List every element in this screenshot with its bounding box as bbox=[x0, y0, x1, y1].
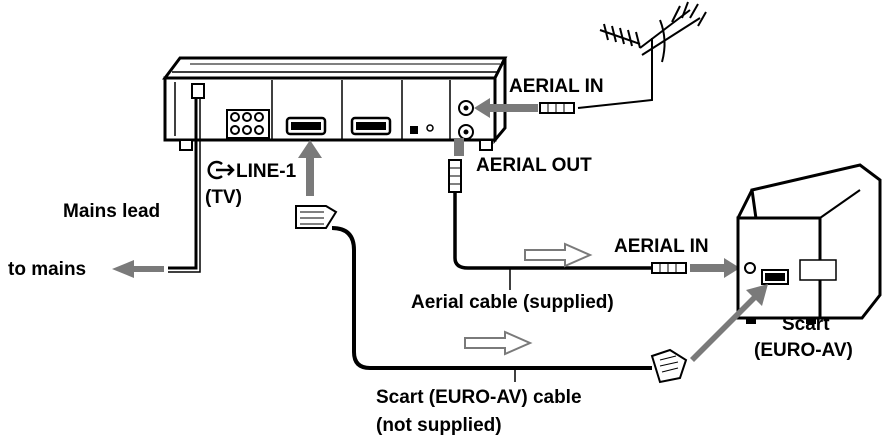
audio-video-jacks bbox=[226, 109, 270, 139]
label-euro-av: (EURO-AV) bbox=[754, 340, 853, 361]
label-to-mains: to mains bbox=[8, 259, 86, 280]
scart-socket-line1 bbox=[285, 116, 327, 136]
scart-plug-right bbox=[650, 348, 688, 384]
label-tv: (TV) bbox=[205, 187, 242, 208]
scart-plug-left bbox=[295, 205, 338, 229]
aerial-plug-top bbox=[539, 102, 575, 114]
arrow-aerial-in-vcr bbox=[474, 98, 538, 118]
label-not-supplied: (not supplied) bbox=[376, 415, 502, 436]
mains-lead-cable-inner bbox=[168, 98, 201, 273]
scart-socket-line2 bbox=[350, 116, 392, 136]
label-scart-cable: Scart (EURO-AV) cable bbox=[376, 387, 582, 408]
rf-switch bbox=[410, 126, 418, 134]
aerial-cable bbox=[453, 192, 652, 270]
scart-cable bbox=[331, 226, 652, 370]
label-aerial-cable: Aerial cable (supplied) bbox=[411, 292, 614, 313]
arrow-to-mains bbox=[112, 260, 164, 278]
aerial-out-socket bbox=[458, 124, 474, 140]
arrow-scart-to-tv bbox=[690, 284, 768, 362]
label-line1: LINE-1 bbox=[236, 161, 297, 182]
label-mains-lead: Mains lead bbox=[63, 201, 160, 222]
rf-button bbox=[426, 124, 434, 132]
label-aerial-in-tv: AERIAL IN bbox=[614, 236, 709, 257]
mains-lead-cable bbox=[168, 98, 198, 270]
aerial-in-socket bbox=[458, 100, 474, 116]
aerial-out-plug-stub bbox=[454, 138, 464, 156]
vcr-unit bbox=[162, 56, 508, 151]
aerial-plug-tv bbox=[651, 262, 687, 274]
arrow-scart-up bbox=[298, 140, 322, 196]
label-scart: Scart bbox=[782, 314, 830, 335]
flow-arrow-aerial bbox=[524, 242, 593, 268]
tv-set bbox=[736, 163, 882, 324]
arrow-aerial-in-tv bbox=[690, 258, 740, 278]
line-input-icon bbox=[207, 160, 235, 180]
flow-arrow-scart bbox=[464, 330, 533, 356]
label-aerial-out: AERIAL OUT bbox=[476, 155, 592, 176]
label-aerial-in-vcr: AERIAL IN bbox=[509, 76, 604, 97]
aerial-plug-vertical bbox=[448, 159, 462, 193]
antenna-icon bbox=[577, 1, 707, 109]
